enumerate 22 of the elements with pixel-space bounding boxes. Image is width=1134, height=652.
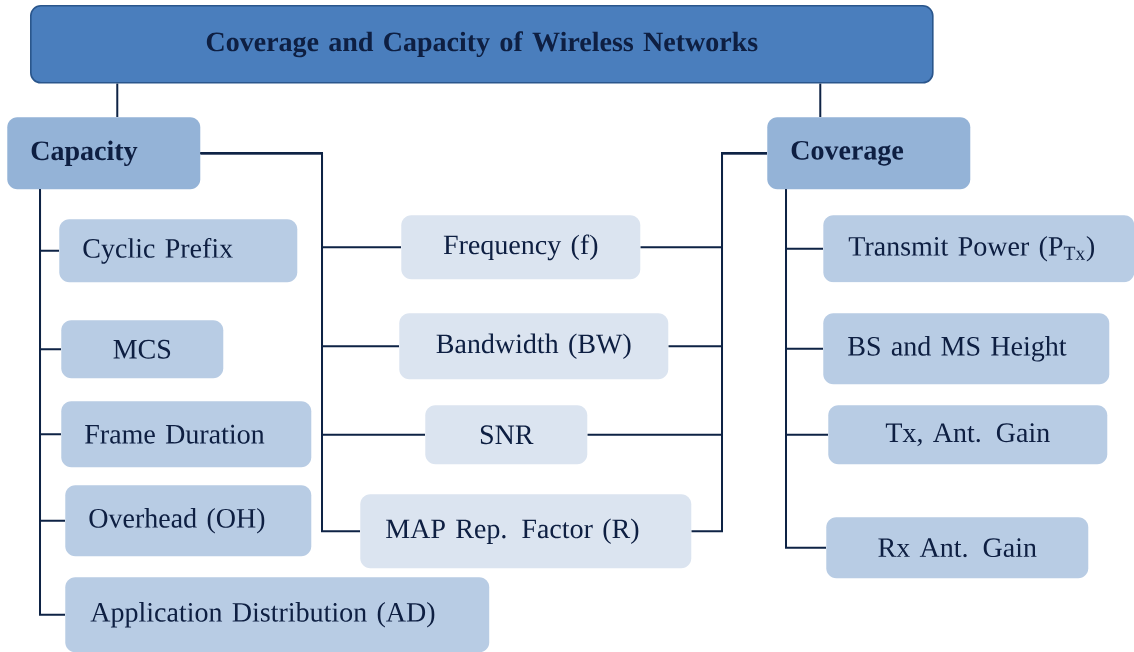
title-box: Coverage and Capacity of Wireless Networks [30, 5, 934, 84]
factor-box: Transmit Power (P$_{Tx}$) [823, 215, 1134, 283]
factor-box: MCS [61, 320, 224, 379]
connector-line [116, 82, 119, 118]
connector-line [690, 152, 768, 533]
factor-box: Cyclic Prefix [59, 219, 298, 283]
factor-box: Frequency (f) [401, 215, 641, 280]
factor-box: Bandwidth (BW) [399, 313, 669, 380]
factor-box: Overhead (OH) [65, 485, 312, 557]
factor-box: MAP Rep. Factor (R) [360, 494, 692, 569]
factor-box: Tx, Ant. Gain [828, 405, 1108, 465]
category-box: Coverage [767, 117, 971, 190]
factor-box: SNR [425, 405, 588, 465]
connector-line [199, 152, 361, 533]
factor-box: BS and MS Height [823, 313, 1110, 385]
category-box: Capacity [7, 117, 201, 190]
connector-line [39, 188, 66, 616]
factor-box: Application Distribution (AD) [65, 577, 490, 652]
connector-line [819, 82, 822, 118]
connector-line [785, 188, 827, 549]
factor-box: Frame Duration [61, 401, 312, 468]
factor-box: Rx Ant. Gain [826, 517, 1089, 579]
